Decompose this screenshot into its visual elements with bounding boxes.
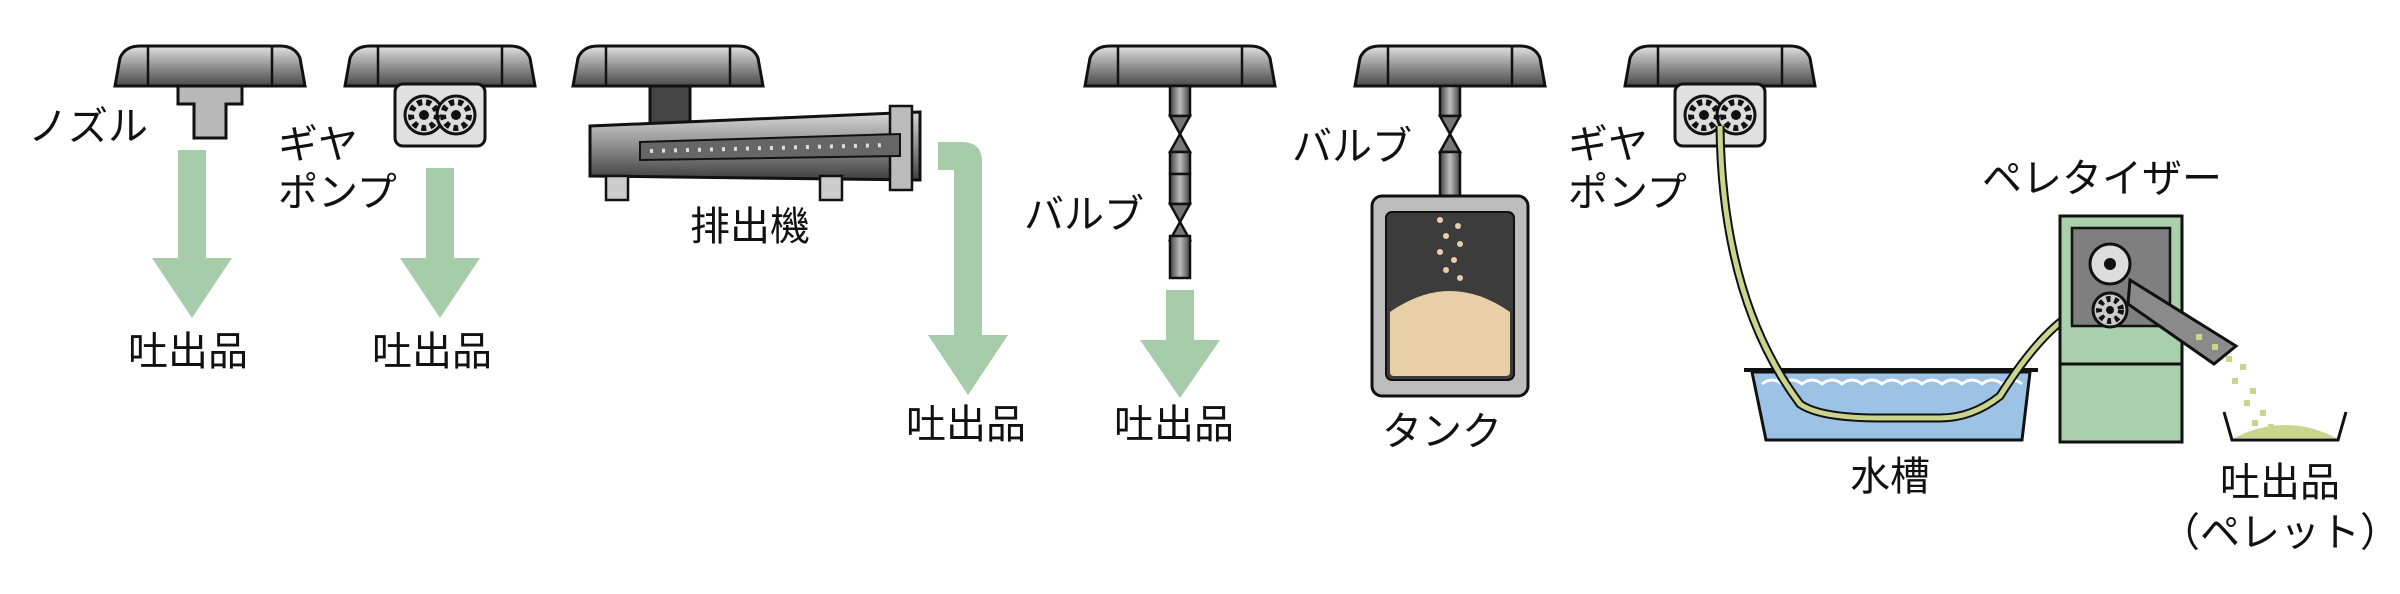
water-tank-label: 水槽 (1850, 454, 1930, 500)
tank-unit: バルブ タンク (1292, 44, 1547, 455)
pelletizing-line: ギヤ ポンプ 水槽 ペレタイザー 吐出品 （ペレット (1568, 44, 2400, 556)
valve-2-label: バルブ (1292, 124, 1412, 170)
gear-pump-1-label-line2: ポンプ (278, 170, 397, 216)
pellet-tray (2222, 411, 2348, 442)
flow-arrow-extruder (928, 142, 1008, 395)
valve-1-upper (1168, 84, 1192, 154)
pelletizer-label: ペレタイザー (1982, 156, 2222, 202)
valve-unit: バルブ 吐出品 (1024, 44, 1277, 448)
nozzle-tip (176, 84, 244, 140)
tank-powder (1390, 291, 1510, 376)
extruder-label: 排出機 (690, 204, 810, 250)
output-label-extruder: 吐出品 (906, 402, 1026, 448)
falling-powder (1437, 217, 1463, 281)
pelletizer-chute (2126, 277, 2239, 366)
valve-1-lower (1168, 172, 1192, 242)
tank-label: タンク (1382, 409, 1502, 455)
gear-pump-unit-1: ギヤ ポンプ 吐出品 (278, 44, 537, 375)
output-label-nozzle: 吐出品 (128, 329, 248, 375)
nozzle-unit: ノズル 吐出品 (28, 44, 307, 375)
gear-pump-1-label-line1: ギヤ (278, 122, 358, 168)
flow-arrow-nozzle (152, 150, 232, 318)
output-label-pellet-sub: （ペレット） (2160, 510, 2400, 556)
nozzle-label: ノズル (28, 104, 148, 150)
flow-arrow-gear-pump-1 (400, 168, 480, 318)
output-label-gear-pump-1: 吐出品 (372, 329, 492, 375)
valve-1-label: バルブ (1024, 192, 1144, 238)
gear-pump-2-label-line2: ポンプ (1568, 170, 1687, 216)
gear-pump-1-gears (395, 84, 485, 146)
output-label-valve: 吐出品 (1114, 402, 1234, 448)
valve-2 (1438, 84, 1462, 154)
extruder-hopper (648, 84, 692, 126)
output-label-pellet: 吐出品 (2220, 460, 2340, 506)
flow-arrow-valve (1140, 290, 1220, 398)
extruder-unit: 排出機 吐出品 (571, 44, 1026, 448)
gear-pump-2-label-line1: ギヤ (1568, 122, 1648, 168)
